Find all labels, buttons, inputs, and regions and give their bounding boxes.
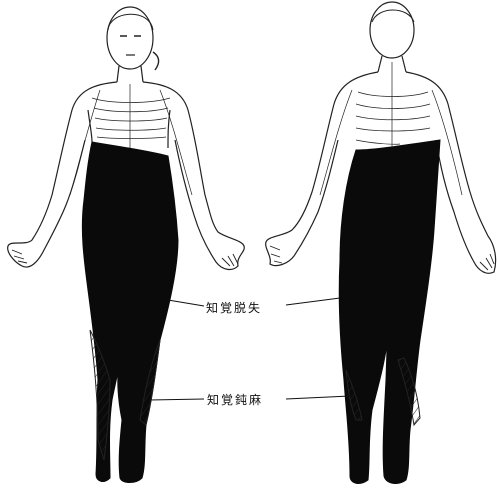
back-right-hand xyxy=(480,254,494,270)
front-sensory-loss-region xyxy=(82,142,178,483)
leader-loss-to-front xyxy=(168,300,204,306)
front-head xyxy=(107,7,153,69)
leader-dull-to-back xyxy=(286,396,350,399)
front-ear-mark xyxy=(153,52,159,70)
label-sensory-dullness: 知覚鈍麻 xyxy=(207,391,263,408)
back-sensory-loss-region xyxy=(339,140,440,483)
leader-dull-to-front xyxy=(150,399,204,400)
label-sensory-loss: 知覚脱失 xyxy=(206,299,262,316)
leader-loss-to-back xyxy=(286,298,340,305)
front-right-hand xyxy=(222,254,238,266)
back-hair xyxy=(372,10,414,22)
back-left-hand xyxy=(270,246,282,263)
